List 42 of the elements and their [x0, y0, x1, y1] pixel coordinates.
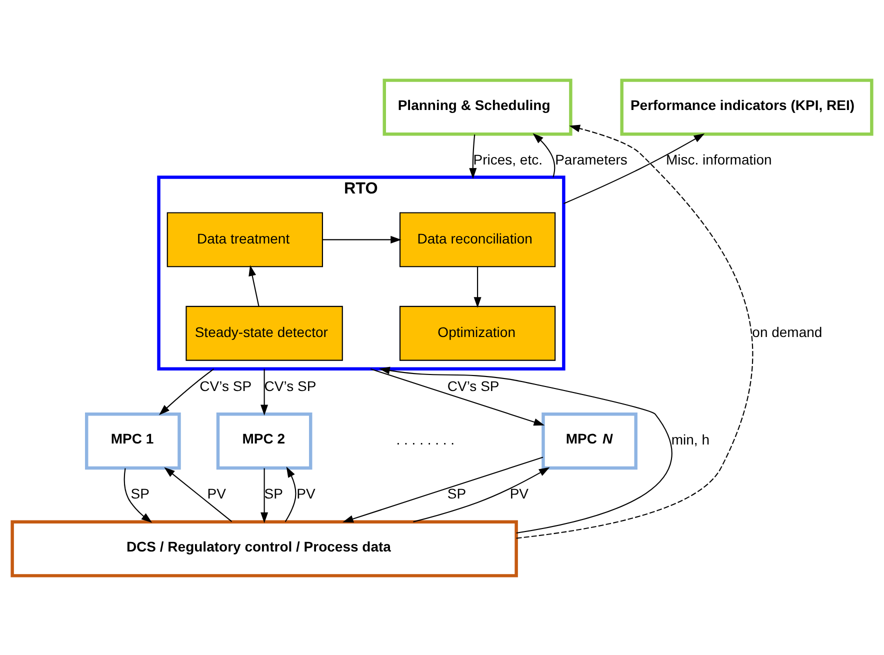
arrow [158, 368, 214, 415]
node-box: Optimization [399, 305, 556, 360]
arrow [379, 366, 672, 533]
arrow [342, 456, 544, 522]
arrow [260, 468, 268, 523]
edge-label: Prices, etc. [473, 151, 542, 168]
edge-label: min, h [671, 431, 710, 448]
node-box: MPC 2 [216, 412, 312, 470]
edge-label: on demand [752, 324, 822, 340]
edge-label: Parameters [555, 151, 628, 168]
node-box: Planning & Scheduling [382, 78, 572, 136]
node-box: DCS / Regulatory control / Process data [10, 520, 518, 577]
node-box: Performance indicators (KPI, REI) [620, 78, 874, 136]
node-box: MPC N [542, 412, 638, 470]
arrow [516, 124, 754, 538]
arrow [260, 368, 268, 415]
node-box: Data reconciliation [399, 212, 556, 267]
arrow [248, 264, 260, 306]
arrow [413, 466, 550, 522]
edge-label: CV’s SP [200, 377, 252, 394]
arrow [563, 133, 705, 204]
arrow [164, 466, 232, 522]
arrow [322, 235, 402, 243]
edge-label: PV [296, 485, 316, 502]
edge-label: PV [207, 485, 226, 502]
node-box: Steady-state detector [186, 305, 343, 360]
node-box: MPC 1 [85, 412, 181, 470]
arrow [284, 466, 296, 522]
arrow [469, 134, 477, 178]
edge-label: Misc. information [666, 151, 772, 168]
edge-label: CV’s SP [264, 377, 316, 394]
edge-label: SP [264, 485, 283, 502]
arrow [532, 132, 556, 177]
edge-label: CV’s SP [447, 377, 500, 394]
arrow [474, 266, 482, 308]
arrow [124, 468, 152, 522]
arrow [370, 368, 545, 426]
label: . . . . . . . . [396, 431, 455, 448]
edge-label: SP [447, 485, 466, 502]
edge-label: PV [510, 485, 529, 502]
edge-label: SP [130, 485, 150, 502]
node-box: Data treatment [166, 212, 323, 267]
